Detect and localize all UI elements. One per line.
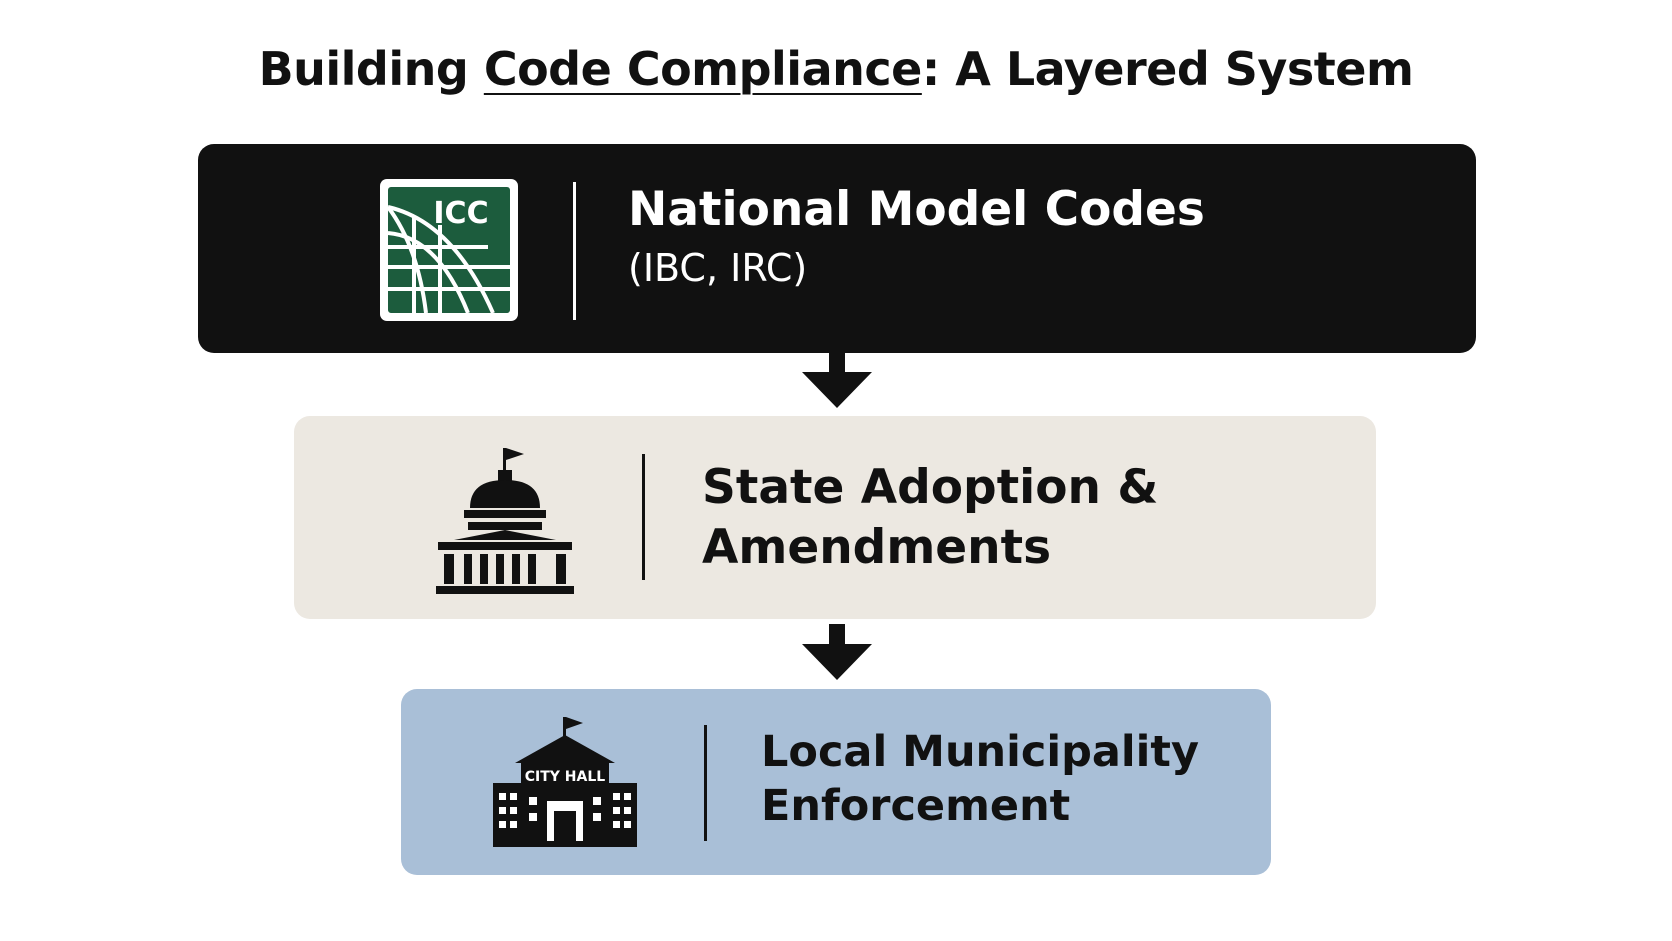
title-part2: : A Layered System [921, 42, 1414, 96]
layer-national-model-codes: ICC National Model Codes (IBC, IRC) [198, 144, 1476, 353]
layer-subheading: (IBC, IRC) [628, 246, 808, 290]
title-underlined: Code Compliance [483, 42, 923, 96]
title-part1: Building [258, 42, 484, 96]
layer-divider [642, 454, 645, 580]
layer-divider [573, 182, 576, 320]
arrow-down-icon [802, 624, 872, 680]
diagram-title: Building Code Compliance: A Layered Syst… [0, 42, 1672, 96]
icc-globe-logo-icon: ICC [380, 179, 518, 321]
layer-heading-line2: Enforcement [761, 781, 1071, 831]
capitol-building-icon [436, 448, 574, 594]
layer-heading-line2: Amendments [702, 520, 1052, 575]
layer-heading: National Model Codes [628, 182, 1205, 237]
layer-heading-line1: State Adoption & [702, 460, 1159, 515]
svg-text:ICC: ICC [433, 196, 488, 231]
svg-text:CITY HALL: CITY HALL [525, 769, 606, 785]
layer-text: National Model Codes (IBC, IRC) [628, 180, 1205, 296]
city-hall-icon: CITY HALL [493, 717, 637, 847]
layer-heading-line1: Local Municipality [761, 727, 1199, 777]
layer-text: State Adoption & Amendments [702, 458, 1158, 578]
layer-state-adoption: State Adoption & Amendments [294, 416, 1376, 619]
layer-divider [704, 725, 707, 841]
layer-local-enforcement: CITY HALL Local Municipality Enforcement [401, 689, 1271, 875]
arrow-down-icon [802, 352, 872, 408]
layer-text: Local Municipality Enforcement [761, 725, 1199, 833]
